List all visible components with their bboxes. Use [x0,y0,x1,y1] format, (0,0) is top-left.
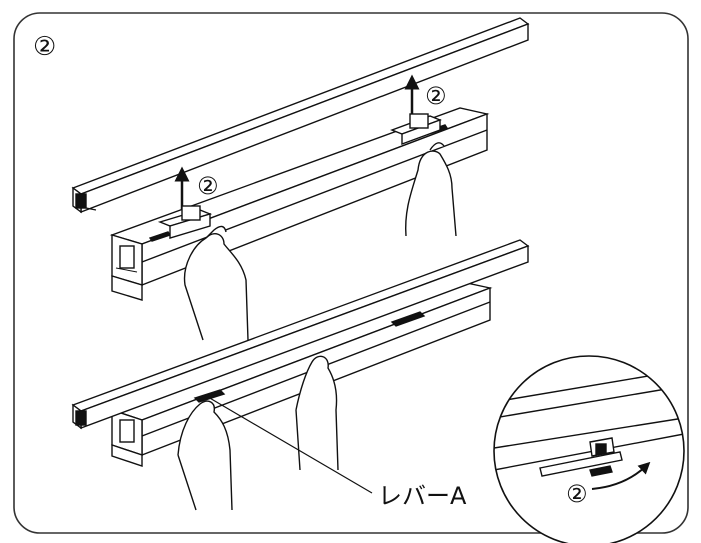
clip-block-right [390,113,442,146]
lever-leader-line [207,396,373,494]
lever-a [193,311,426,403]
rail-body-upper [109,107,490,301]
lever-label: レバーA [378,482,467,510]
hand-right-lower [295,355,339,471]
hand-right-upper [404,142,457,237]
lower-assembly [71,239,530,511]
detail-mark: ② [566,480,588,508]
upper-assembly [71,17,530,341]
cover-strip-upper [71,17,530,214]
step-marker: ② [33,32,56,62]
rotate-arrow-icon [591,461,651,490]
cover-strip-lower [71,239,530,430]
lift-mark-left: ② [197,172,219,200]
hand-left-upper [183,225,249,341]
hand-left-lower [177,400,233,511]
lift-mark-right: ② [425,82,447,110]
clip-block-left [157,205,213,239]
detail-view [493,355,685,543]
